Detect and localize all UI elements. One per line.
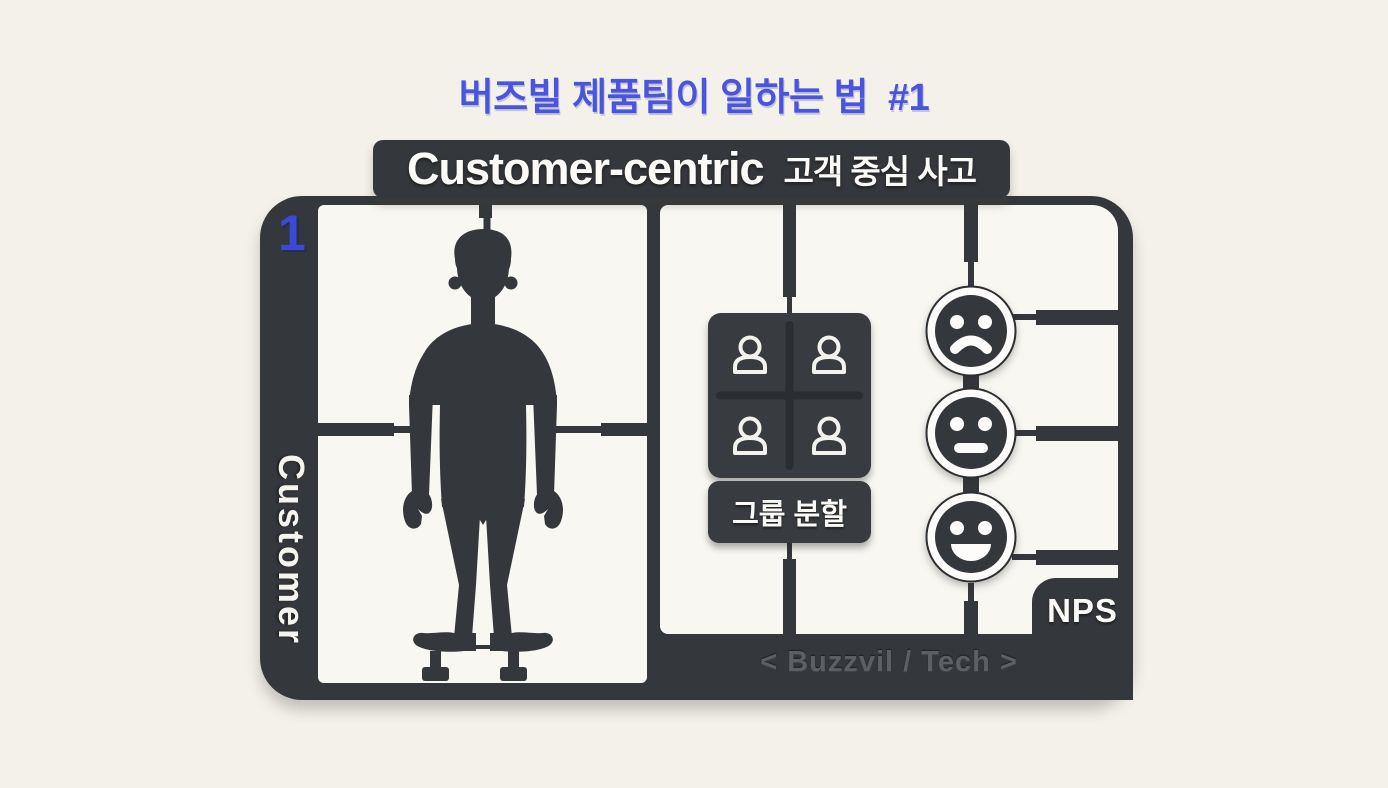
person-icon xyxy=(733,335,767,374)
sprue-bar xyxy=(783,205,796,297)
sprue-bar xyxy=(968,583,974,603)
sad-face-icon xyxy=(925,285,1017,377)
happy-face-icon xyxy=(925,491,1017,583)
nps-tab: NPS xyxy=(1032,578,1133,700)
person-icon xyxy=(812,416,846,455)
sprue-bar xyxy=(1036,550,1118,565)
model-kit-frame: 1 Customer xyxy=(260,196,1133,700)
sprue-bar xyxy=(1012,554,1038,560)
group-label: 그룹 분할 xyxy=(732,499,847,531)
person-icon xyxy=(733,416,767,455)
page-title: 버즈빌 제품팀이 일하는 법 #1 xyxy=(458,77,930,119)
sprue-connector xyxy=(479,205,492,218)
person-icon xyxy=(812,335,846,374)
man-silhouette-icon xyxy=(318,205,647,681)
sprue-bar xyxy=(1036,310,1118,325)
header-bar: Customer-centric 고객 중심 사고 xyxy=(373,140,1010,198)
header-title-en: Customer-centric xyxy=(406,143,765,194)
frame-number: 1 xyxy=(278,205,306,261)
sprue-panel: 그룹 분할 xyxy=(660,205,1118,634)
nps-label: NPS xyxy=(1047,592,1118,629)
group-grid xyxy=(716,321,863,470)
sprue-bar xyxy=(968,260,974,286)
sprue-bar xyxy=(783,559,796,634)
sprue-connector xyxy=(601,423,647,436)
sprue-bar xyxy=(1012,430,1038,436)
sprue-bar xyxy=(1012,314,1038,320)
group-label-card: 그룹 분할 xyxy=(708,481,871,543)
header-title-ko: 고객 중심 사고 xyxy=(783,153,977,190)
sprue-bar xyxy=(787,295,792,315)
customer-panel xyxy=(318,205,647,683)
sprue-bar xyxy=(963,477,979,492)
sprue-bar xyxy=(964,601,978,634)
sprue-bar xyxy=(1036,426,1118,441)
sprue-connector xyxy=(430,651,441,669)
sprue-bar xyxy=(787,541,792,561)
credit-label: < Buzzvil / Tech > xyxy=(760,646,1018,678)
sprue-connector xyxy=(318,423,394,436)
sprue-bar xyxy=(963,374,979,388)
neutral-face-icon xyxy=(925,387,1017,479)
group-card xyxy=(708,313,871,478)
sprue-bar xyxy=(964,205,978,262)
customer-side-label: Customer xyxy=(271,454,312,647)
